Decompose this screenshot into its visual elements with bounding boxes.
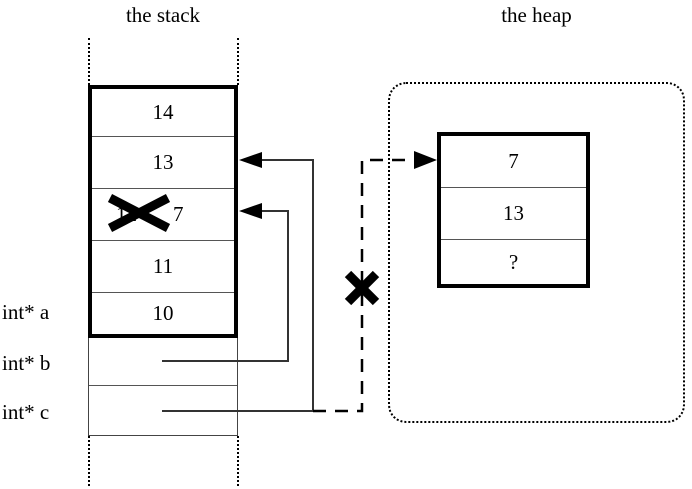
- stack-lower-cells: [88, 338, 238, 436]
- stack-cell-12-old-value: 12: [116, 202, 137, 226]
- stack-extent-guide-bottom-right: [237, 436, 239, 486]
- heap-allocated-block: 7 13 ?: [437, 132, 590, 288]
- label-int-pointer-b: int* b: [2, 351, 51, 375]
- label-int-pointer-c: int* c: [2, 400, 50, 424]
- heap-cell-3: ?: [441, 240, 586, 284]
- stack-extent-guide-bottom-left: [88, 436, 90, 486]
- stack-cell-11-value: 11: [152, 254, 174, 278]
- label-int-pointer-a: int* a: [2, 300, 50, 324]
- heap-cell-2: 13: [441, 188, 586, 240]
- pointer-b-arrowhead: [239, 203, 262, 219]
- stack-cell-14-value: 14: [152, 100, 174, 124]
- stack-cell-10: 10: [92, 293, 234, 334]
- dangling-pointer-x-icon: [344, 270, 380, 306]
- stack-cell-12: 12 7: [92, 189, 234, 241]
- stack-extent-guide-top-left: [88, 38, 90, 85]
- stack-cell-b: [89, 338, 237, 386]
- heap-title: the heap: [501, 3, 572, 27]
- heap-cell-1-value: 7: [508, 149, 519, 173]
- stack-cell-13-value: 13: [152, 150, 174, 174]
- stack-cell-12-new-value: 7: [173, 202, 184, 226]
- stack-cell-10-value: 10: [152, 301, 174, 325]
- heap-cell-1: 7: [441, 136, 586, 188]
- heap-cell-2-value: 13: [503, 201, 524, 225]
- heap-cell-3-value: ?: [508, 249, 519, 274]
- stack-cell-11: 11: [92, 241, 234, 293]
- stack-cell-c: [89, 386, 237, 434]
- stack-frame: 14 13 12 7 11 10: [88, 85, 238, 338]
- stack-extent-guide-top-right: [237, 38, 239, 85]
- pointer-c-arrowhead: [239, 152, 262, 168]
- stack-title: the stack: [125, 3, 201, 27]
- stack-cell-13: 13: [92, 137, 234, 189]
- stack-cell-14: 14: [92, 89, 234, 137]
